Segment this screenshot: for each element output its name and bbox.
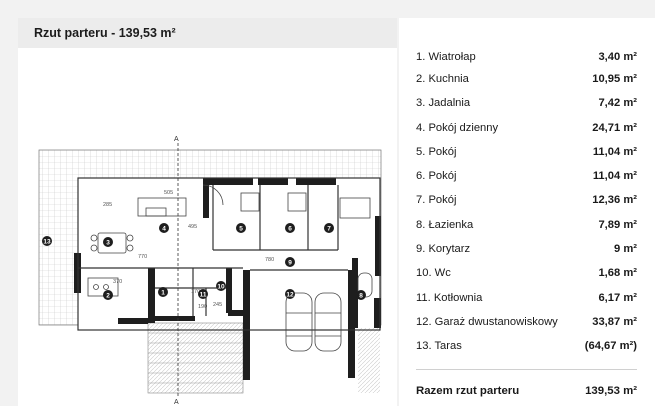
room-area: 7,89 m² bbox=[598, 219, 637, 231]
room-row: 7. Pokój 12,36 m² bbox=[416, 190, 637, 210]
room-label: 12. Garaż dwustanowiskowy bbox=[416, 316, 558, 328]
room-row: 6. Pokój 11,04 m² bbox=[416, 166, 637, 186]
room-area: 1,68 m² bbox=[598, 267, 637, 279]
room-area: 33,87 m² bbox=[592, 316, 637, 328]
room-label: 6. Pokój bbox=[416, 170, 457, 182]
room-marker-5: 5 bbox=[239, 226, 243, 233]
room-label: 3. Jadalnia bbox=[416, 97, 471, 109]
section-mark-top: A bbox=[174, 136, 179, 143]
room-marker-7: 7 bbox=[327, 226, 331, 233]
total-label: Razem rzut parteru bbox=[416, 385, 520, 397]
room-row: 11. Kotłownia 6,17 m² bbox=[416, 288, 637, 308]
room-label: 7. Pokój bbox=[416, 194, 457, 206]
dim-label: 190 bbox=[198, 304, 207, 310]
room-row: 3. Jadalnia 7,42 m² bbox=[416, 93, 637, 113]
room-row: 12. Garaż dwustanowiskowy 33,87 m² bbox=[416, 312, 637, 332]
room-marker-11: 11 bbox=[200, 292, 207, 299]
room-marker-13: 13 bbox=[43, 239, 51, 246]
room-label: 5. Pokój bbox=[416, 146, 457, 158]
room-label: 4. Pokój dzienny bbox=[416, 122, 499, 134]
room-row: 2. Kuchnia 10,95 m² bbox=[416, 69, 637, 89]
total-row: Razem rzut parteru 139,53 m² bbox=[416, 381, 637, 401]
room-row: 8. Łazienka 7,89 m² bbox=[416, 215, 637, 235]
floor-plan-card: Rzut parteru - 139,53 m² bbox=[18, 18, 397, 406]
room-marker-9: 9 bbox=[288, 260, 292, 267]
room-area: 3,40 m² bbox=[598, 51, 637, 63]
floor-plan-drawing: A A 505 495 770 780 370 245 170 190 285 … bbox=[38, 136, 382, 406]
plan-title: Rzut parteru - 139,53 m² bbox=[18, 18, 397, 48]
dim-label: 505 bbox=[164, 190, 173, 196]
room-marker-8: 8 bbox=[359, 293, 363, 300]
room-marker-4: 4 bbox=[162, 226, 166, 233]
room-row: 10. Wc 1,68 m² bbox=[416, 263, 637, 283]
dim-label: 245 bbox=[213, 302, 222, 308]
room-area: 10,95 m² bbox=[592, 73, 637, 85]
section-mark-bottom: A bbox=[174, 399, 179, 406]
room-area: (64,67 m²) bbox=[584, 340, 637, 352]
dim-label: 285 bbox=[103, 202, 112, 208]
room-marker-3: 3 bbox=[106, 240, 110, 247]
room-area: 11,04 m² bbox=[592, 146, 637, 158]
room-row: 1. Wiatrołap 3,40 m² bbox=[416, 47, 637, 67]
room-row: 5. Pokój 11,04 m² bbox=[416, 142, 637, 162]
dim-label: 780 bbox=[265, 257, 274, 263]
room-row: 13. Taras (64,67 m²) bbox=[416, 336, 637, 356]
room-marker-1: 1 bbox=[161, 290, 165, 297]
room-row: 4. Pokój dzienny 24,71 m² bbox=[416, 118, 637, 138]
dim-label: 170 bbox=[191, 289, 200, 295]
room-label: 11. Kotłownia bbox=[416, 292, 483, 304]
room-label: 2. Kuchnia bbox=[416, 73, 469, 85]
dim-label: 495 bbox=[188, 224, 197, 230]
room-label: 1. Wiatrołap bbox=[416, 51, 476, 63]
room-list-panel: 1. Wiatrołap 3,40 m² 2. Kuchnia 10,95 m² 3… bbox=[399, 18, 655, 406]
room-marker-12: 12 bbox=[286, 292, 294, 299]
dim-label: 370 bbox=[113, 279, 122, 285]
room-area: 12,36 m² bbox=[592, 194, 637, 206]
room-row: 9. Korytarz 9 m² bbox=[416, 239, 637, 259]
dim-label: 770 bbox=[138, 254, 147, 260]
room-area: 24,71 m² bbox=[592, 122, 637, 134]
room-area: 7,42 m² bbox=[598, 97, 637, 109]
divider bbox=[416, 369, 637, 370]
room-marker-10: 10 bbox=[217, 284, 225, 291]
room-marker-2: 2 bbox=[106, 293, 110, 300]
room-label: 8. Łazienka bbox=[416, 219, 474, 231]
room-label: 10. Wc bbox=[416, 267, 451, 279]
room-area: 9 m² bbox=[613, 243, 637, 255]
room-label: 9. Korytarz bbox=[416, 243, 471, 255]
room-area: 11,04 m² bbox=[592, 170, 637, 182]
room-marker-6: 6 bbox=[288, 226, 292, 233]
total-area: 139,53 m² bbox=[585, 385, 637, 397]
room-area: 6,17 m² bbox=[598, 292, 637, 304]
room-label: 13. Taras bbox=[416, 340, 462, 352]
